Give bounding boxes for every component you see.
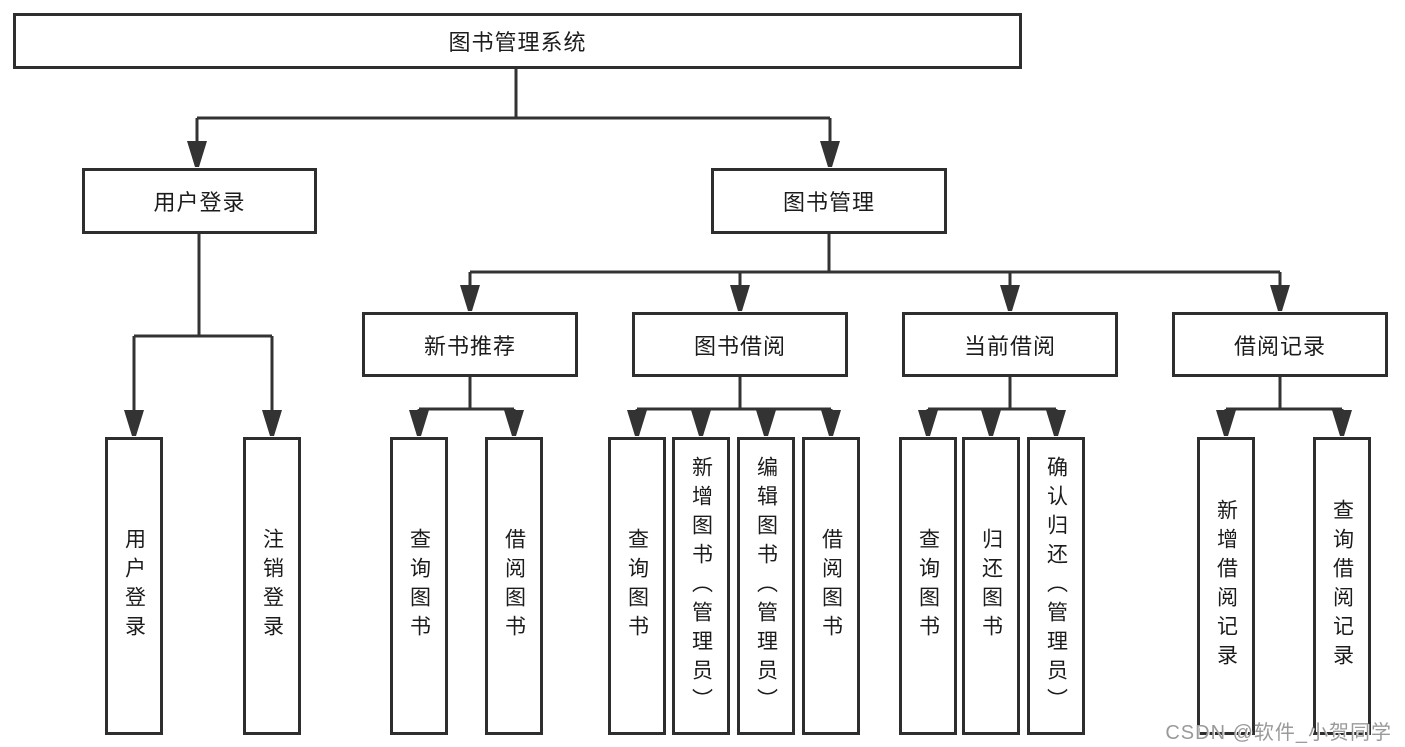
arrow-icon — [730, 285, 750, 311]
node-borrowing-records: 借阅记录 — [1172, 312, 1388, 377]
arrow-icon — [262, 410, 282, 436]
node-logout: 注销登录 — [243, 437, 301, 735]
node-label: 查询图书 — [407, 528, 431, 644]
node-label: 编辑图书（管理员） — [754, 455, 778, 717]
arrow-icon — [821, 410, 841, 436]
arrow-icon — [1270, 285, 1290, 311]
node-label: 新书推荐 — [423, 333, 516, 359]
node-label: 确认归还（管理员） — [1044, 455, 1068, 717]
node-label: 查询图书 — [625, 528, 649, 644]
arrow-icon — [981, 410, 1001, 436]
node-label: 图书管理 — [782, 190, 875, 215]
node-query-borrow-record: 查询借阅记录 — [1313, 437, 1371, 735]
arrow-icon — [460, 285, 480, 311]
node-edit-books-admin: 编辑图书（管理员） — [737, 437, 795, 735]
arrow-icon — [409, 410, 429, 436]
node-book-borrowing: 图书借阅 — [632, 312, 848, 377]
arrow-icon — [691, 410, 711, 436]
node-confirm-return-admin: 确认归还（管理员） — [1027, 437, 1085, 735]
node-label: 用户登录 — [153, 190, 246, 215]
node-label: 查询借阅记录 — [1330, 499, 1354, 673]
node-root: 图书管理系统 — [13, 13, 1022, 69]
connector-user-login — [132, 234, 274, 414]
node-label: 当前借阅 — [963, 333, 1056, 359]
arrow-icon — [1216, 410, 1236, 436]
node-user-login-leaf: 用户登录 — [105, 437, 163, 735]
node-label: 图书借阅 — [693, 333, 786, 359]
node-label: 借阅图书 — [502, 528, 526, 644]
arrow-icon — [1332, 410, 1352, 436]
node-label: 用户登录 — [122, 528, 146, 644]
arrow-icon — [756, 410, 776, 436]
arrow-icon — [820, 141, 840, 167]
node-query-books-current: 查询图书 — [899, 437, 957, 735]
arrow-icon — [1000, 285, 1020, 311]
node-label: 归还图书 — [979, 528, 1003, 644]
watermark: CSDN @软件_小贺同学 — [1165, 722, 1392, 744]
arrow-icon — [918, 410, 938, 436]
node-return-books: 归还图书 — [962, 437, 1020, 735]
node-borrow-books-leaf: 借阅图书 — [802, 437, 860, 735]
node-label: 新增图书（管理员） — [689, 455, 713, 717]
node-current-borrowing: 当前借阅 — [902, 312, 1118, 377]
connector-borrowing-records — [1224, 377, 1344, 414]
arrow-icon — [627, 410, 647, 436]
node-label: 图书管理系统 — [448, 30, 587, 55]
connector-new-book — [417, 377, 516, 414]
node-label: 新增借阅记录 — [1214, 499, 1238, 673]
arrow-icon — [1046, 410, 1066, 436]
arrow-icon — [124, 410, 144, 436]
node-label: 查询图书 — [916, 528, 940, 644]
connector-book-management — [468, 234, 1282, 288]
arrow-icon — [187, 141, 207, 167]
node-user-login: 用户登录 — [82, 168, 317, 234]
node-label: 注销登录 — [260, 528, 284, 644]
connector-root — [195, 68, 832, 144]
node-book-management: 图书管理 — [711, 168, 947, 234]
node-query-books-borrowing: 查询图书 — [608, 437, 666, 735]
arrow-icon — [504, 410, 524, 436]
node-label: 借阅记录 — [1233, 333, 1326, 359]
node-add-borrow-record: 新增借阅记录 — [1197, 437, 1255, 735]
connector-current-borrowing — [926, 377, 1058, 414]
node-add-books-admin: 新增图书（管理员） — [672, 437, 730, 735]
node-query-books-recommend: 查询图书 — [390, 437, 448, 735]
node-borrow-books-recommend: 借阅图书 — [485, 437, 543, 735]
arrowheads — [124, 141, 1352, 436]
connector-book-borrowing — [635, 377, 833, 414]
node-new-book-recommend: 新书推荐 — [362, 312, 578, 377]
node-label: 借阅图书 — [819, 528, 843, 644]
